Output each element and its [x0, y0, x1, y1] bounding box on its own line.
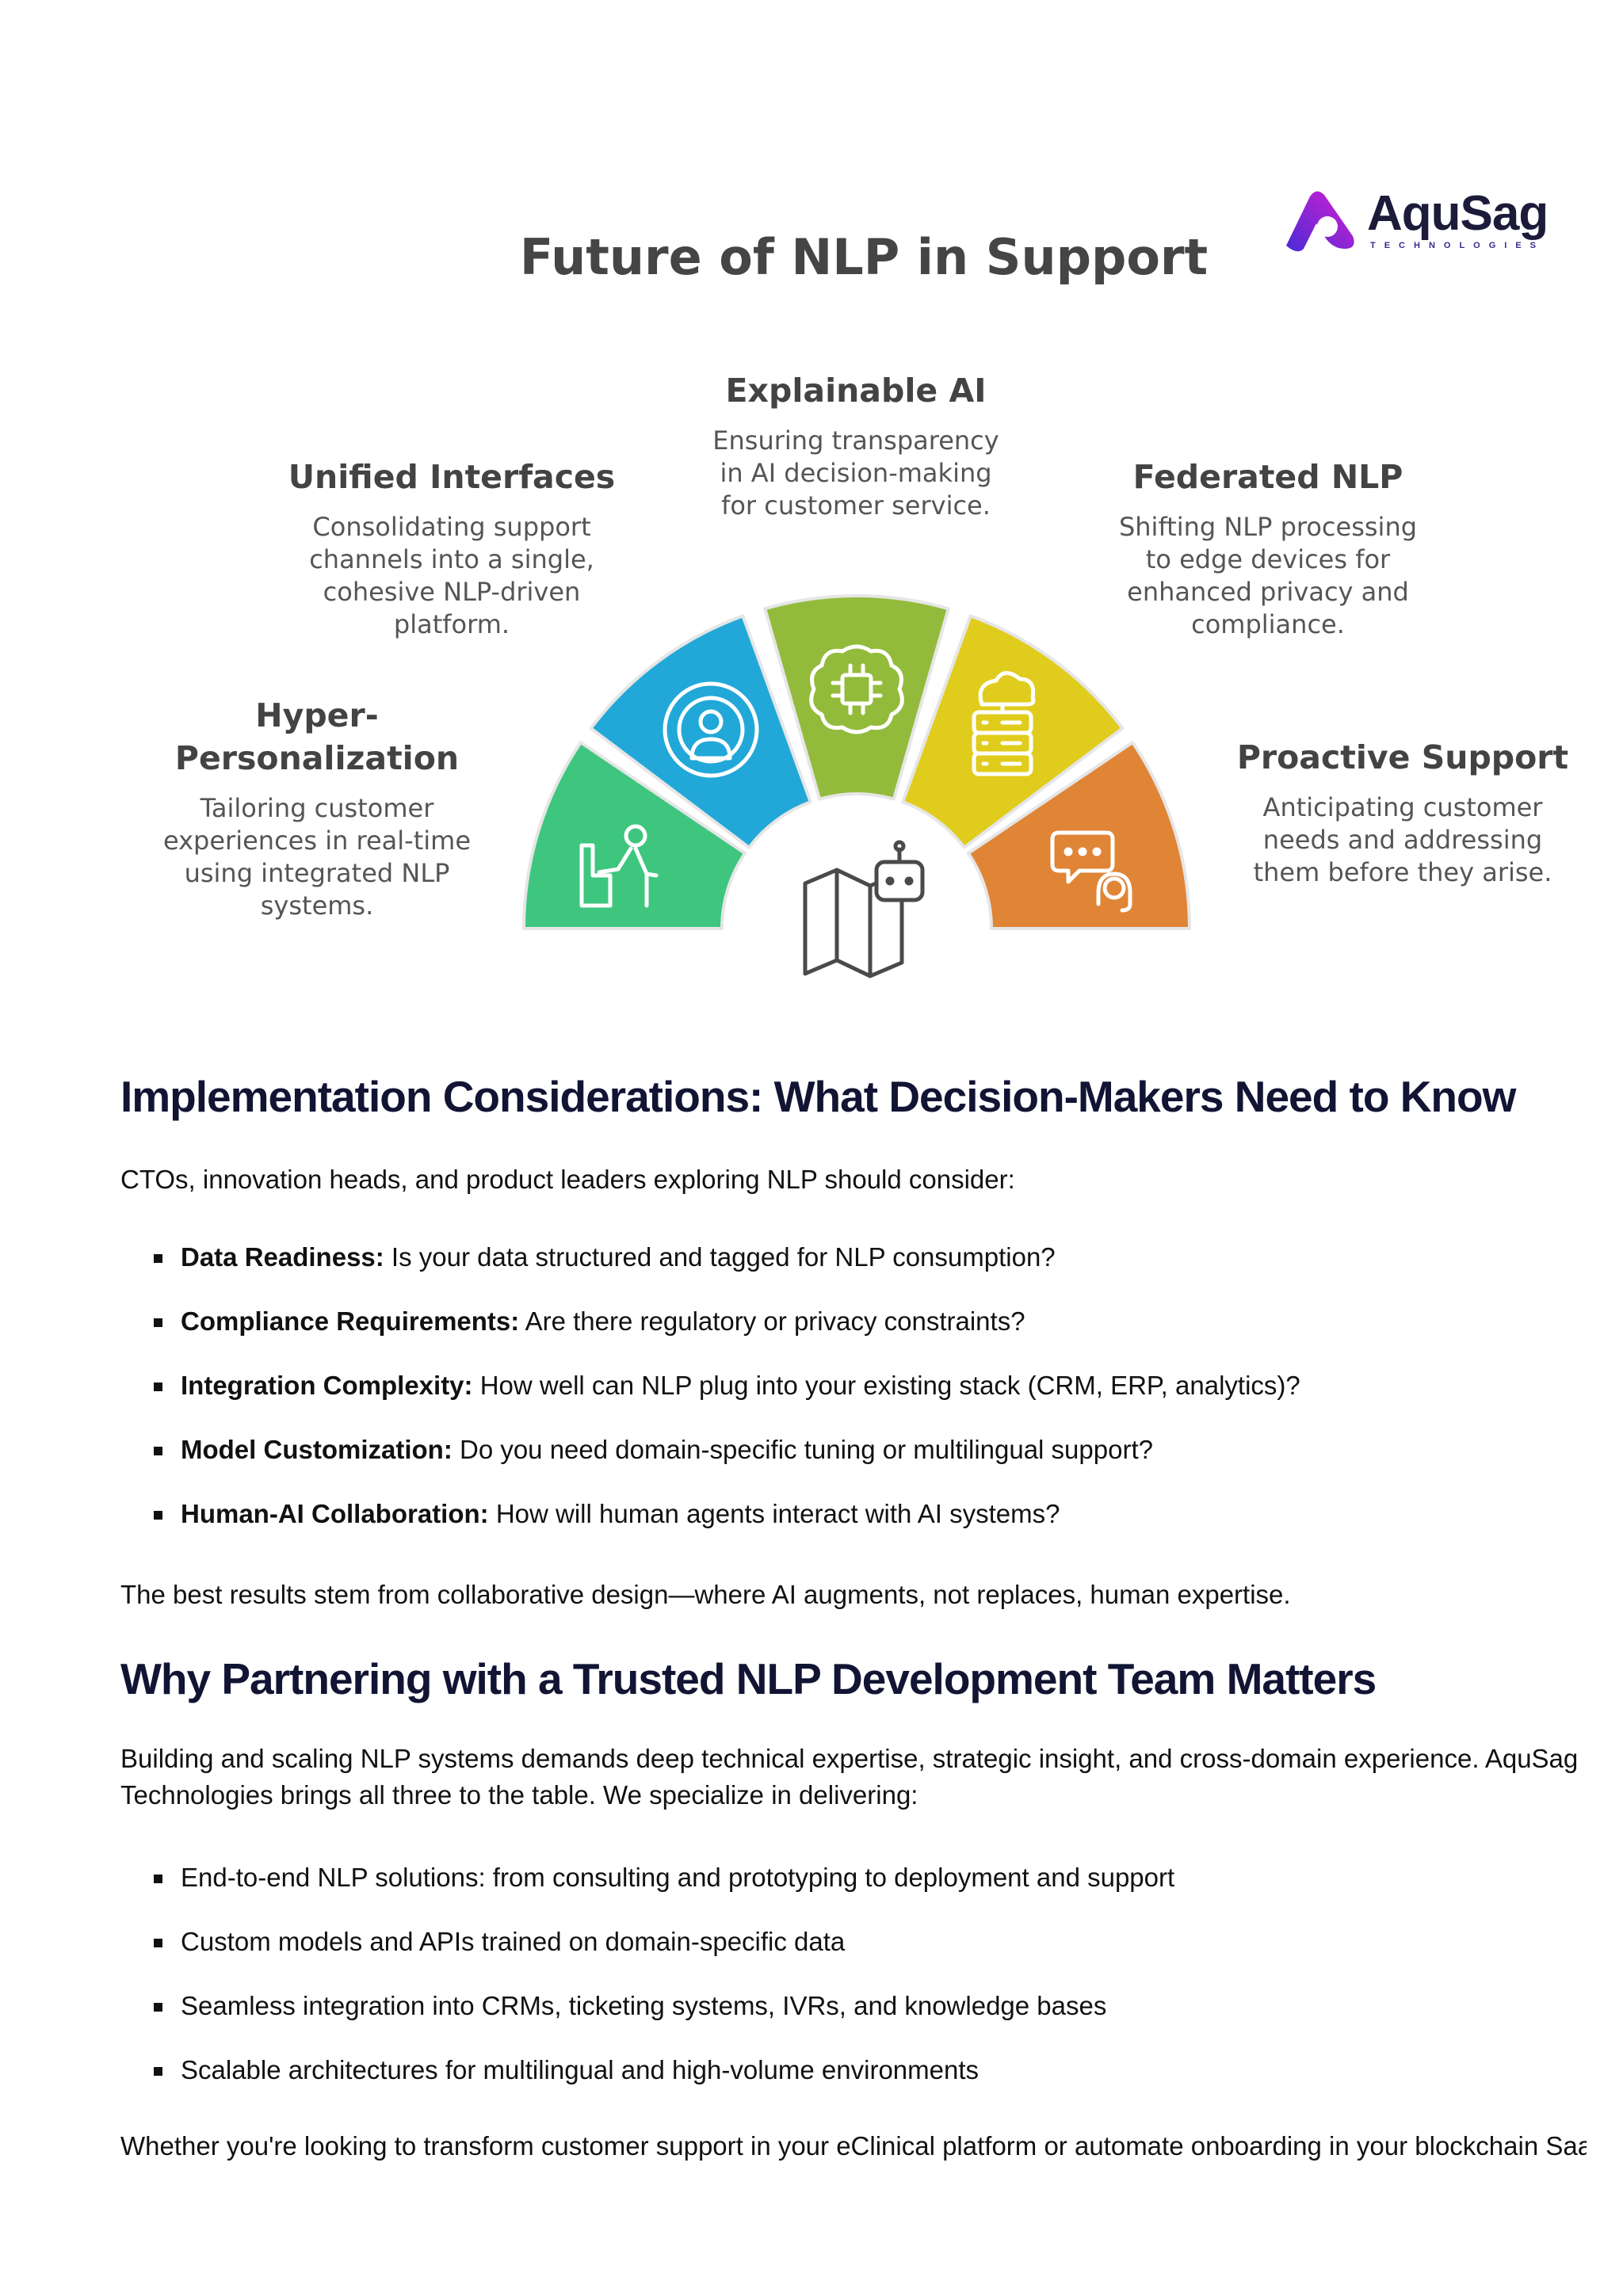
logo-tagline: TECHNOLOGIES: [1370, 241, 1545, 250]
segment-proactive-support: [966, 741, 1191, 930]
list-item: Seamless integration into CRMs, ticketin…: [120, 1988, 1174, 2052]
segment-desc-line: them before they arise.: [1253, 857, 1552, 887]
segment-label-proactive-support: Proactive Support Anticipating customer …: [1220, 736, 1585, 889]
partnering-intro: Building and scaling NLP systems demands…: [120, 1744, 1579, 1810]
person-chair-icon: [579, 824, 659, 908]
segment-desc-line: using integrated NLP: [184, 858, 450, 888]
segment-desc-line: platform.: [393, 609, 510, 639]
segment-desc-line: systems.: [260, 891, 374, 921]
segment-unified-interfaces: [589, 614, 812, 849]
segment-desc-line: Consolidating support: [312, 512, 591, 542]
segment-title-line1: Hyper-: [255, 696, 379, 734]
list-item: Compliance Requirements: Are there regul…: [120, 1303, 1300, 1367]
section-heading-partnering: Why Partnering with a Trusted NLP Develo…: [120, 1654, 1377, 1703]
map-robot-icon: [803, 840, 925, 978]
radial-diagram: [522, 593, 1191, 978]
implementation-list: Data Readiness: Is your data structured …: [120, 1239, 1300, 1560]
segment-title: Proactive Support: [1236, 738, 1569, 776]
segment-label-unified-interfaces: Unified Interfaces Consolidating support…: [269, 456, 634, 641]
partnering-list: End-to-end NLP solutions: from consultin…: [120, 1859, 1174, 2116]
list-item: Scalable architectures for multilingual …: [120, 2052, 1174, 2116]
list-item: Model Customization: Do you need domain-…: [120, 1432, 1300, 1496]
segment-label-federated-nlp: Federated NLP Shifting NLP processing to…: [1086, 456, 1450, 641]
segment-desc-line: Anticipating customer: [1262, 792, 1543, 822]
aqusag-logo: AquSag TECHNOLOGIES: [1280, 187, 1549, 255]
segment-title: Explainable AI: [725, 372, 987, 410]
segment-desc-line: channels into a single,: [309, 544, 594, 574]
chat-headset-icon: [1050, 830, 1132, 913]
list-item: End-to-end NLP solutions: from consultin…: [120, 1859, 1174, 1924]
segment-label-hyper-personalization: Hyper- Personalization Tailoring customer…: [151, 694, 483, 922]
segment-desc-line: needs and addressing: [1262, 825, 1543, 855]
segment-desc-line: to edge devices for: [1145, 544, 1391, 574]
logo-wordmark: AquSag: [1367, 186, 1549, 241]
aqusag-logo-mark-icon: [1286, 191, 1354, 252]
implementation-intro: CTOs, innovation heads, and product lead…: [120, 1165, 1015, 1194]
segment-desc-line: for customer service.: [721, 490, 991, 521]
segment-desc-line: Ensuring transparency: [712, 425, 999, 456]
list-item: Human-AI Collaboration: How will human a…: [120, 1496, 1300, 1560]
broadcast-user-icon: [663, 681, 759, 778]
segment-title: Unified Interfaces: [288, 458, 616, 496]
segment-desc-line: compliance.: [1191, 609, 1345, 639]
list-item: Data Readiness: Is your data structured …: [120, 1239, 1300, 1303]
list-item: Integration Complexity: How well can NLP…: [120, 1367, 1300, 1432]
section-heading-implementation: Implementation Considerations: What Deci…: [120, 1072, 1516, 1121]
segment-explainable-ai: [763, 593, 950, 801]
segment-desc-line: experiences in real-time: [162, 826, 472, 856]
partnering-closing: Whether you're looking to transform cust…: [120, 2131, 1587, 2161]
list-item: Custom models and APIs trained on domain…: [120, 1924, 1174, 1988]
infographic-title: Future of NLP in Support: [519, 228, 1209, 286]
segment-desc-line: in AI decision-making: [720, 458, 992, 488]
segment-desc-line: enhanced privacy and: [1127, 577, 1409, 607]
segment-title: Federated NLP: [1132, 458, 1403, 496]
implementation-closing: The best results stem from collaborative…: [120, 1580, 1291, 1609]
segment-hyper-personalization: [522, 741, 747, 930]
segment-desc-line: Shifting NLP processing: [1118, 512, 1418, 542]
segment-desc-line: cohesive NLP-driven: [323, 577, 581, 607]
ai-brain-chip-icon: [809, 644, 904, 734]
segment-title-line2: Personalization: [174, 739, 460, 777]
segment-label-explainable-ai: Explainable AI Ensuring transparency in …: [682, 369, 1030, 522]
cloud-server-icon: [972, 671, 1036, 776]
segment-desc-line: Tailoring customer: [200, 793, 434, 823]
